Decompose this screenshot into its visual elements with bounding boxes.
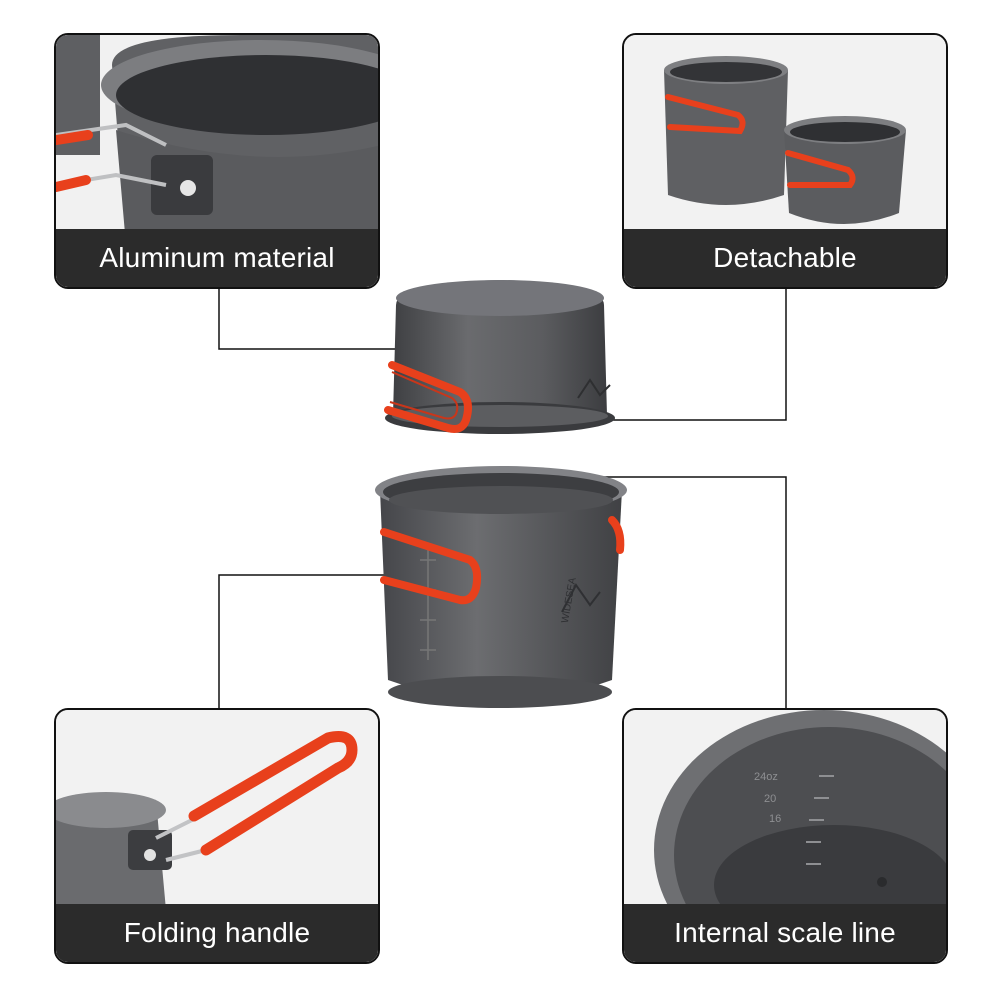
panel-folding-handle: Folding handle <box>54 708 380 964</box>
panel-aluminum-material: Aluminum material <box>54 33 380 289</box>
scale-mark-2: 20 <box>764 793 776 805</box>
panel-internal-scale-line: 24oz 20 16 Internal scale line <box>622 708 948 964</box>
scale-mark-3: 16 <box>769 813 781 825</box>
scale-mark-1: 24oz <box>754 771 778 783</box>
connector-detachable <box>580 288 787 421</box>
panel-detachable: Detachable <box>622 33 948 289</box>
caption-folding-handle: Folding handle <box>56 904 378 962</box>
caption-detachable: Detachable <box>624 229 946 287</box>
caption-aluminum-material: Aluminum material <box>56 229 378 287</box>
connector-aluminum <box>218 288 412 350</box>
caption-internal-scale-line: Internal scale line <box>624 904 946 962</box>
